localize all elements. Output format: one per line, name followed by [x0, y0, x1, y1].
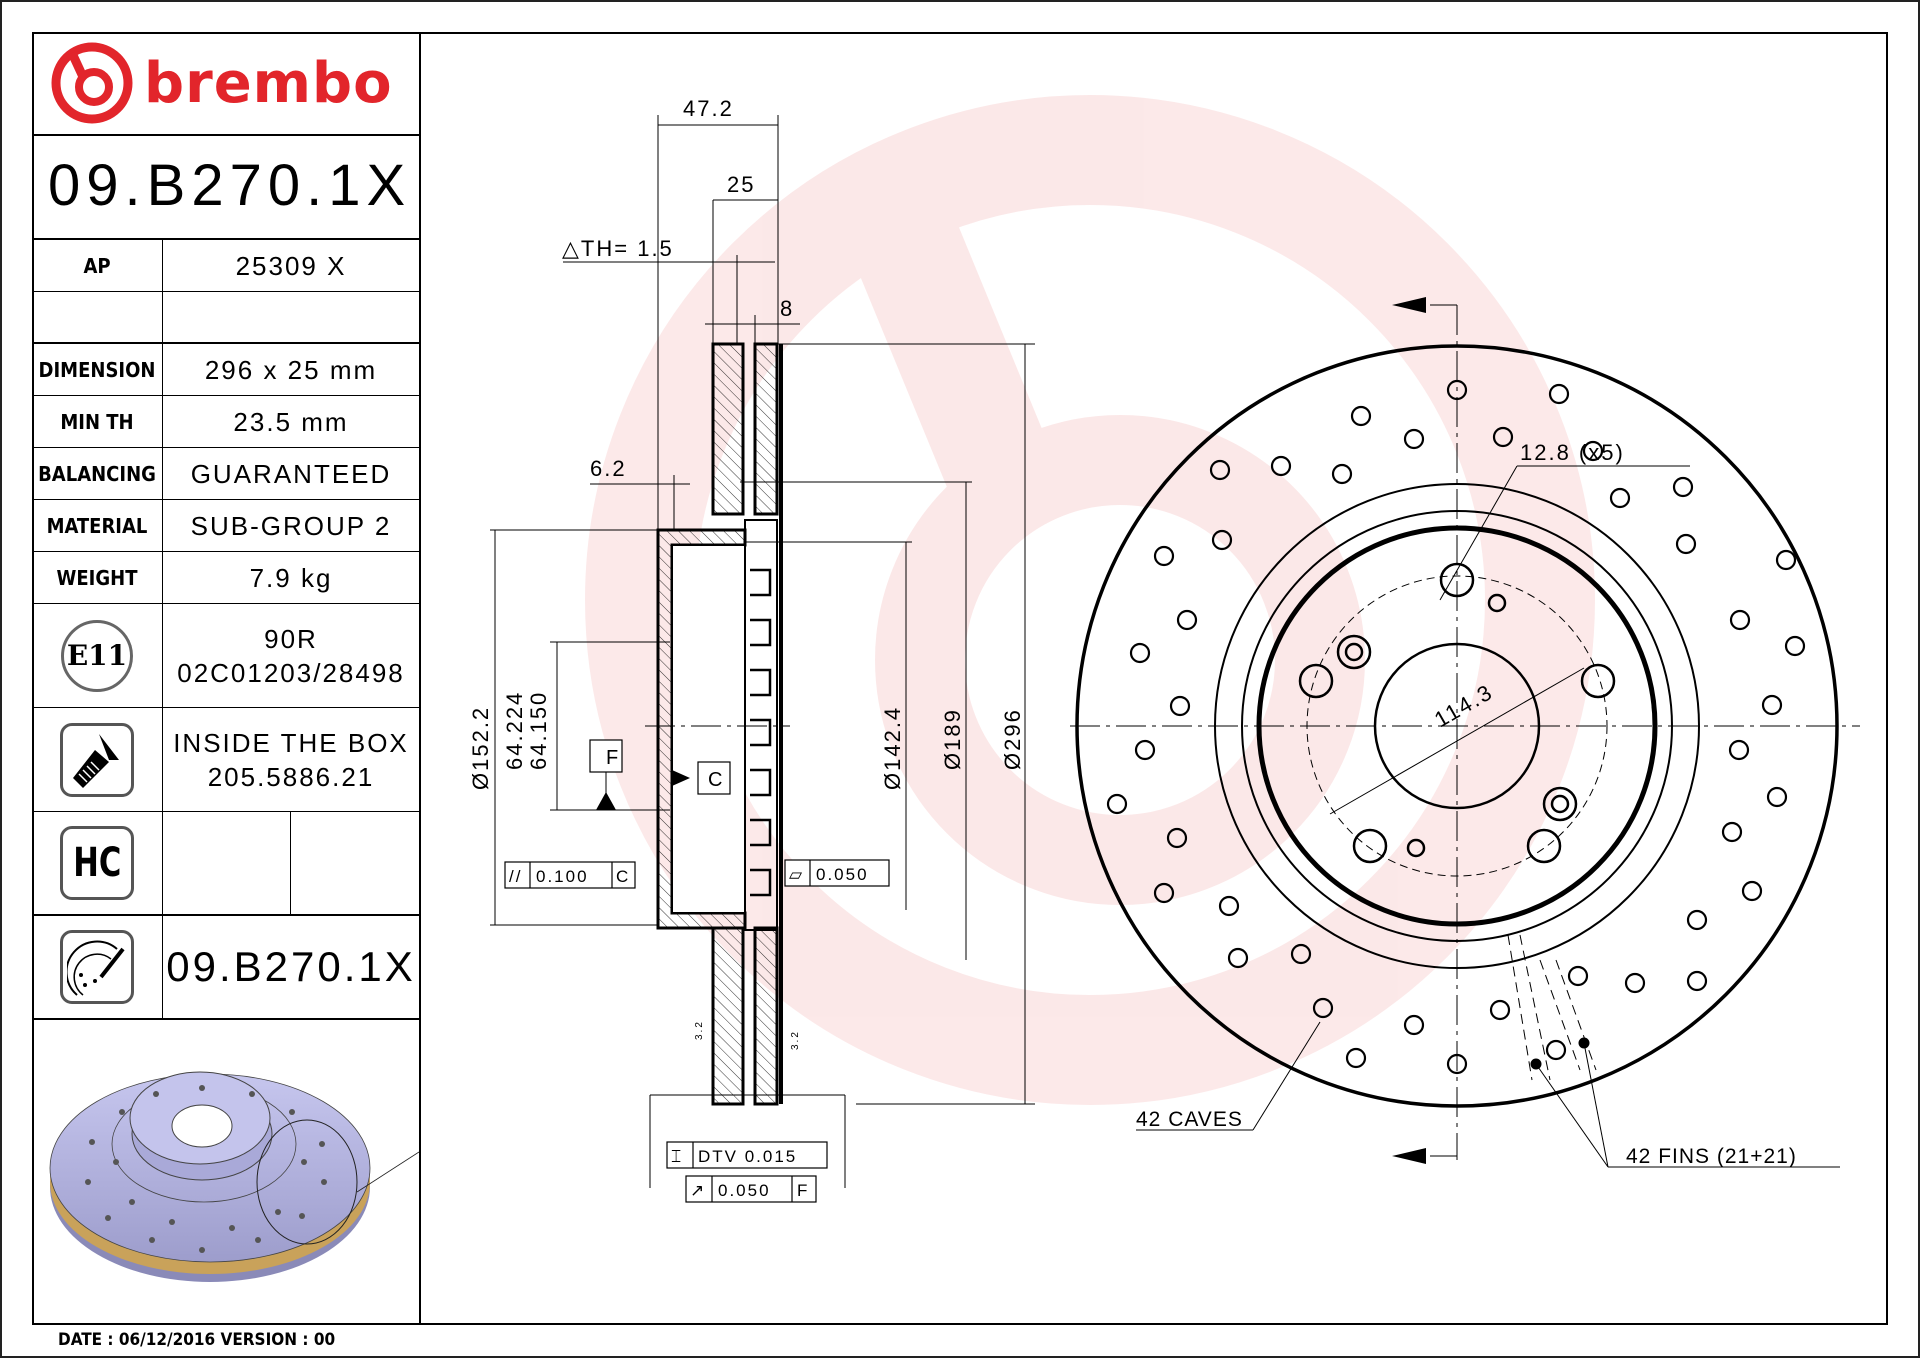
- min-th-label: MIN TH: [32, 396, 163, 447]
- drawing-canvas: 47.2 25 △TH= 1.5 8 6.2 F C Ø152.2 64.224…: [468, 95, 1860, 1203]
- dtv-symbol: ⌶: [671, 1147, 683, 1166]
- screw-icon: [60, 722, 134, 797]
- spec-table: brembo 09.B270.1X AP 25309 X DIMENSION 2…: [32, 32, 421, 1325]
- weight-value: 7.9 kg: [249, 562, 333, 593]
- balancing-label: BALANCING: [32, 448, 163, 499]
- runout-value: 0.050: [718, 1181, 771, 1200]
- section-view: [490, 115, 1035, 1203]
- title-frame: [32, 32, 1888, 1325]
- datum-c-label: C: [708, 769, 724, 791]
- drill-holes: [1106, 379, 1806, 1075]
- blank-row: [32, 292, 419, 344]
- e11-approval-icon: E11: [61, 619, 133, 692]
- ap-row: AP 25309 X: [32, 240, 419, 292]
- dim-outer-diameter: Ø296: [1000, 708, 1025, 770]
- flatness-value: 0.050: [816, 865, 869, 884]
- hc-icon: HC: [60, 826, 134, 900]
- blank-cell: [32, 292, 163, 342]
- marking-row: 09.B270.1X: [32, 916, 419, 1020]
- runout-datum: F: [797, 1181, 809, 1200]
- ap-label: AP: [32, 240, 163, 291]
- datum-f-label: F: [606, 747, 620, 769]
- min-th-row: MIN TH 23.5 mm: [32, 396, 419, 448]
- approval-line2: 02C01203/28498: [177, 657, 405, 688]
- front-view: [1070, 297, 1860, 1168]
- brembo-logo-icon: [51, 42, 133, 124]
- dim-bore-max: 64.224: [502, 691, 527, 770]
- balancing-row: BALANCING GUARANTEED: [32, 448, 419, 500]
- balancing-value: GUARANTEED: [190, 458, 392, 489]
- screw-row: INSIDE THE BOX 205.5886.21: [32, 708, 419, 812]
- dim-thickness: 25: [727, 172, 755, 197]
- hc-icon-cell: HC: [32, 812, 163, 914]
- hc-divider: [290, 812, 291, 914]
- material-row: MATERIAL SUB-GROUP 2: [32, 500, 419, 552]
- approval-values: 90R 02C01203/28498: [163, 604, 419, 707]
- brand-name: brembo: [144, 50, 393, 116]
- approval-row: E11 90R 02C01203/28498: [32, 604, 419, 708]
- screw-line1: INSIDE THE BOX: [173, 727, 409, 758]
- dimension-row: DIMENSION 296 x 25 mm: [32, 344, 419, 396]
- weight-label: WEIGHT: [32, 552, 163, 603]
- material-value: SUB-GROUP 2: [190, 510, 392, 541]
- dim-vane: 8: [780, 296, 794, 321]
- roughness-right: 3.2: [790, 1030, 801, 1050]
- dtv-value: DTV 0.015: [698, 1147, 797, 1166]
- dim-hat-diameter: Ø152.2: [468, 706, 493, 790]
- approval-icon-cell: E11: [32, 604, 163, 707]
- approval-line1: 90R: [264, 623, 318, 654]
- screw-line2: 205.5886.21: [207, 761, 375, 792]
- flatness-symbol: ▱: [789, 865, 804, 884]
- section-labels: 47.2 25 △TH= 1.5 8 6.2 F C Ø152.2 64.224…: [468, 96, 1025, 1200]
- material-label: MATERIAL: [32, 500, 163, 551]
- caves-label: 42 CAVES: [1136, 1108, 1243, 1131]
- dim-hat-wall: 6.2: [590, 456, 627, 481]
- parallelism-datum: C: [616, 867, 630, 886]
- screw-values: INSIDE THE BOX 205.5886.21: [163, 708, 419, 811]
- logo-row: brembo: [32, 32, 419, 136]
- parallelism-value: 0.100: [536, 867, 589, 886]
- dim-overall-height: 47.2: [683, 96, 734, 121]
- dim-friction-diameter: Ø189: [940, 708, 965, 770]
- dim-bore-min: 64.150: [526, 691, 551, 770]
- ap-value: 25309 X: [235, 250, 347, 281]
- part-number: 09.B270.1X: [48, 153, 412, 218]
- part-number-row: 09.B270.1X: [32, 136, 419, 240]
- brembo-watermark: [585, 95, 1595, 1105]
- hc-row: HC: [32, 812, 419, 916]
- dimension-label: DIMENSION: [32, 344, 163, 395]
- weight-row: WEIGHT 7.9 kg: [32, 552, 419, 604]
- fins-label: 42 FINS (21+21): [1626, 1145, 1797, 1168]
- date-version: DATE : 06/12/2016 VERSION : 00: [58, 1330, 336, 1350]
- runout-symbol: ↗: [690, 1181, 706, 1200]
- dim-inner-diameter: Ø142.4: [880, 706, 905, 790]
- marking-value: 09.B270.1X: [166, 943, 416, 990]
- hc-label: HC: [72, 840, 122, 886]
- roughness-left: 3.2: [694, 1020, 705, 1040]
- min-th-value: 23.5 mm: [233, 406, 349, 437]
- dimension-value: 296 x 25 mm: [204, 354, 378, 385]
- technical-drawing: 47.2 25 △TH= 1.5 8 6.2 F C Ø152.2 64.224…: [421, 32, 1888, 1325]
- disc-marking-icon: [60, 930, 134, 1004]
- e11-label: E11: [66, 639, 128, 672]
- bolt-hole-label: 12.8 (x5): [1520, 440, 1625, 465]
- screw-icon-cell: [32, 708, 163, 811]
- disc-3d-render: [32, 1022, 420, 1322]
- dim-delta-th: △TH= 1.5: [562, 236, 674, 261]
- marking-icon-cell: [32, 916, 163, 1018]
- parallelism-symbol: //: [509, 867, 522, 886]
